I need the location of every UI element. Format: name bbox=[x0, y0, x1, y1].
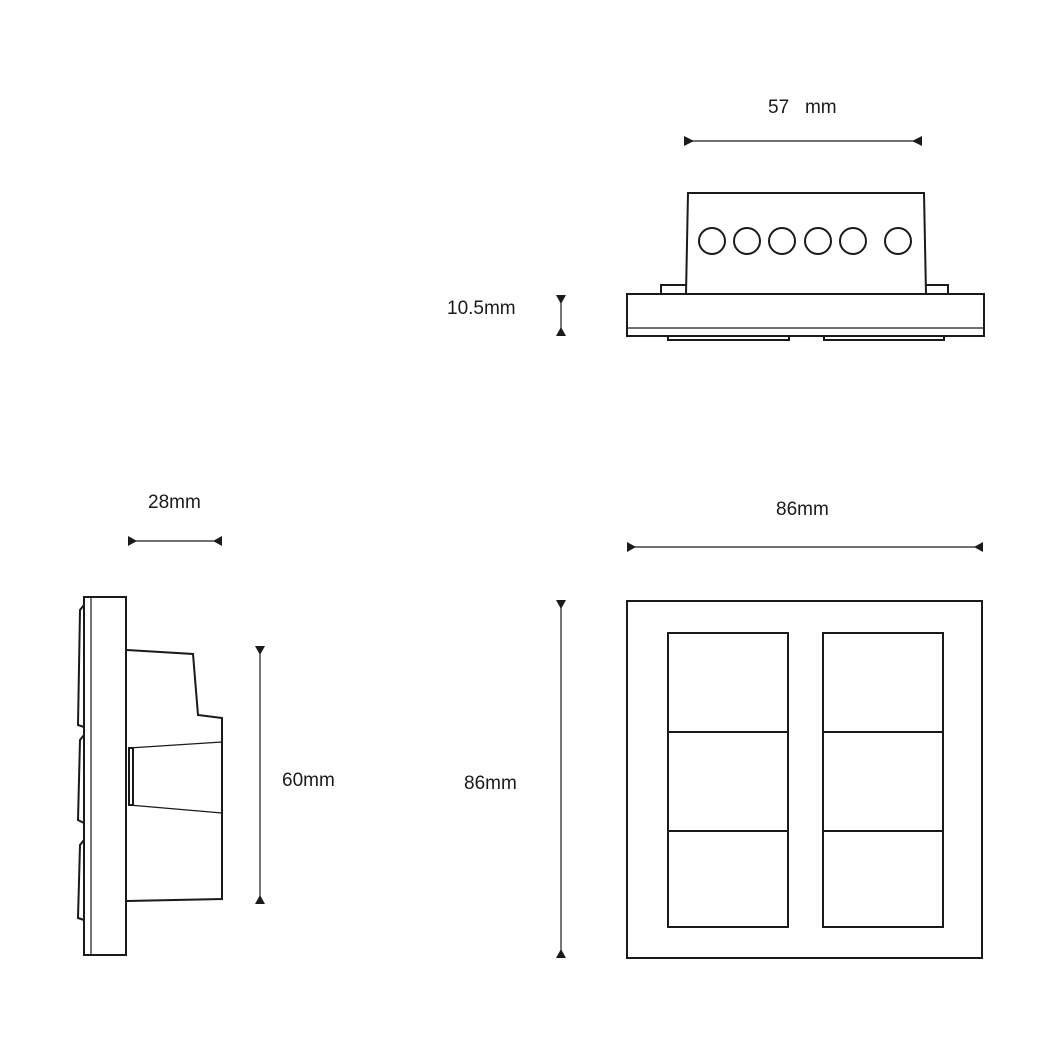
terminal-block-body bbox=[685, 192, 927, 295]
front-width-label: 86mm bbox=[776, 499, 829, 520]
side-faceplate bbox=[83, 596, 127, 956]
screw-terminal-icon bbox=[768, 227, 796, 255]
right-switch-column bbox=[822, 632, 944, 928]
rocker-profile-bottom bbox=[76, 839, 85, 921]
left-switch-frame bbox=[667, 632, 789, 928]
side-view bbox=[76, 536, 265, 956]
screw-terminals bbox=[698, 227, 912, 255]
side-height-label: 60mm bbox=[282, 770, 335, 791]
screw-terminal-icon bbox=[698, 227, 726, 255]
left-switch-column bbox=[667, 632, 789, 928]
front-width-dimension bbox=[627, 542, 983, 552]
screw-terminal-icon bbox=[839, 227, 867, 255]
top-width-dimension bbox=[684, 136, 922, 146]
side-depth-label: 28mm bbox=[148, 492, 201, 513]
top-height-label: 10.5mm bbox=[447, 298, 516, 319]
rocker-profile-middle bbox=[76, 734, 85, 824]
front-height-label: 86mm bbox=[464, 773, 517, 794]
screw-terminal-icon bbox=[884, 227, 912, 255]
front-view bbox=[556, 542, 983, 959]
left-mount-tab bbox=[660, 284, 686, 294]
side-clip-tab bbox=[128, 747, 134, 806]
front-faceplate bbox=[626, 600, 983, 959]
top-height-dimension bbox=[556, 295, 566, 336]
right-switch-frame bbox=[822, 632, 944, 928]
side-clip-detail bbox=[128, 741, 223, 814]
right-rocker-edge bbox=[823, 336, 945, 341]
right-mount-tab bbox=[926, 284, 949, 294]
rocker-profile-top bbox=[76, 604, 85, 728]
top-view bbox=[556, 136, 985, 341]
screw-terminal-icon bbox=[804, 227, 832, 255]
screw-terminal-icon bbox=[733, 227, 761, 255]
top-width-label: 57 mm bbox=[768, 97, 837, 118]
top-faceplate bbox=[626, 293, 985, 337]
side-depth-dimension bbox=[128, 536, 222, 546]
side-height-dimension bbox=[255, 646, 265, 904]
left-rocker-edge bbox=[667, 336, 790, 341]
side-module-body bbox=[125, 649, 223, 902]
front-height-dimension bbox=[556, 600, 566, 958]
